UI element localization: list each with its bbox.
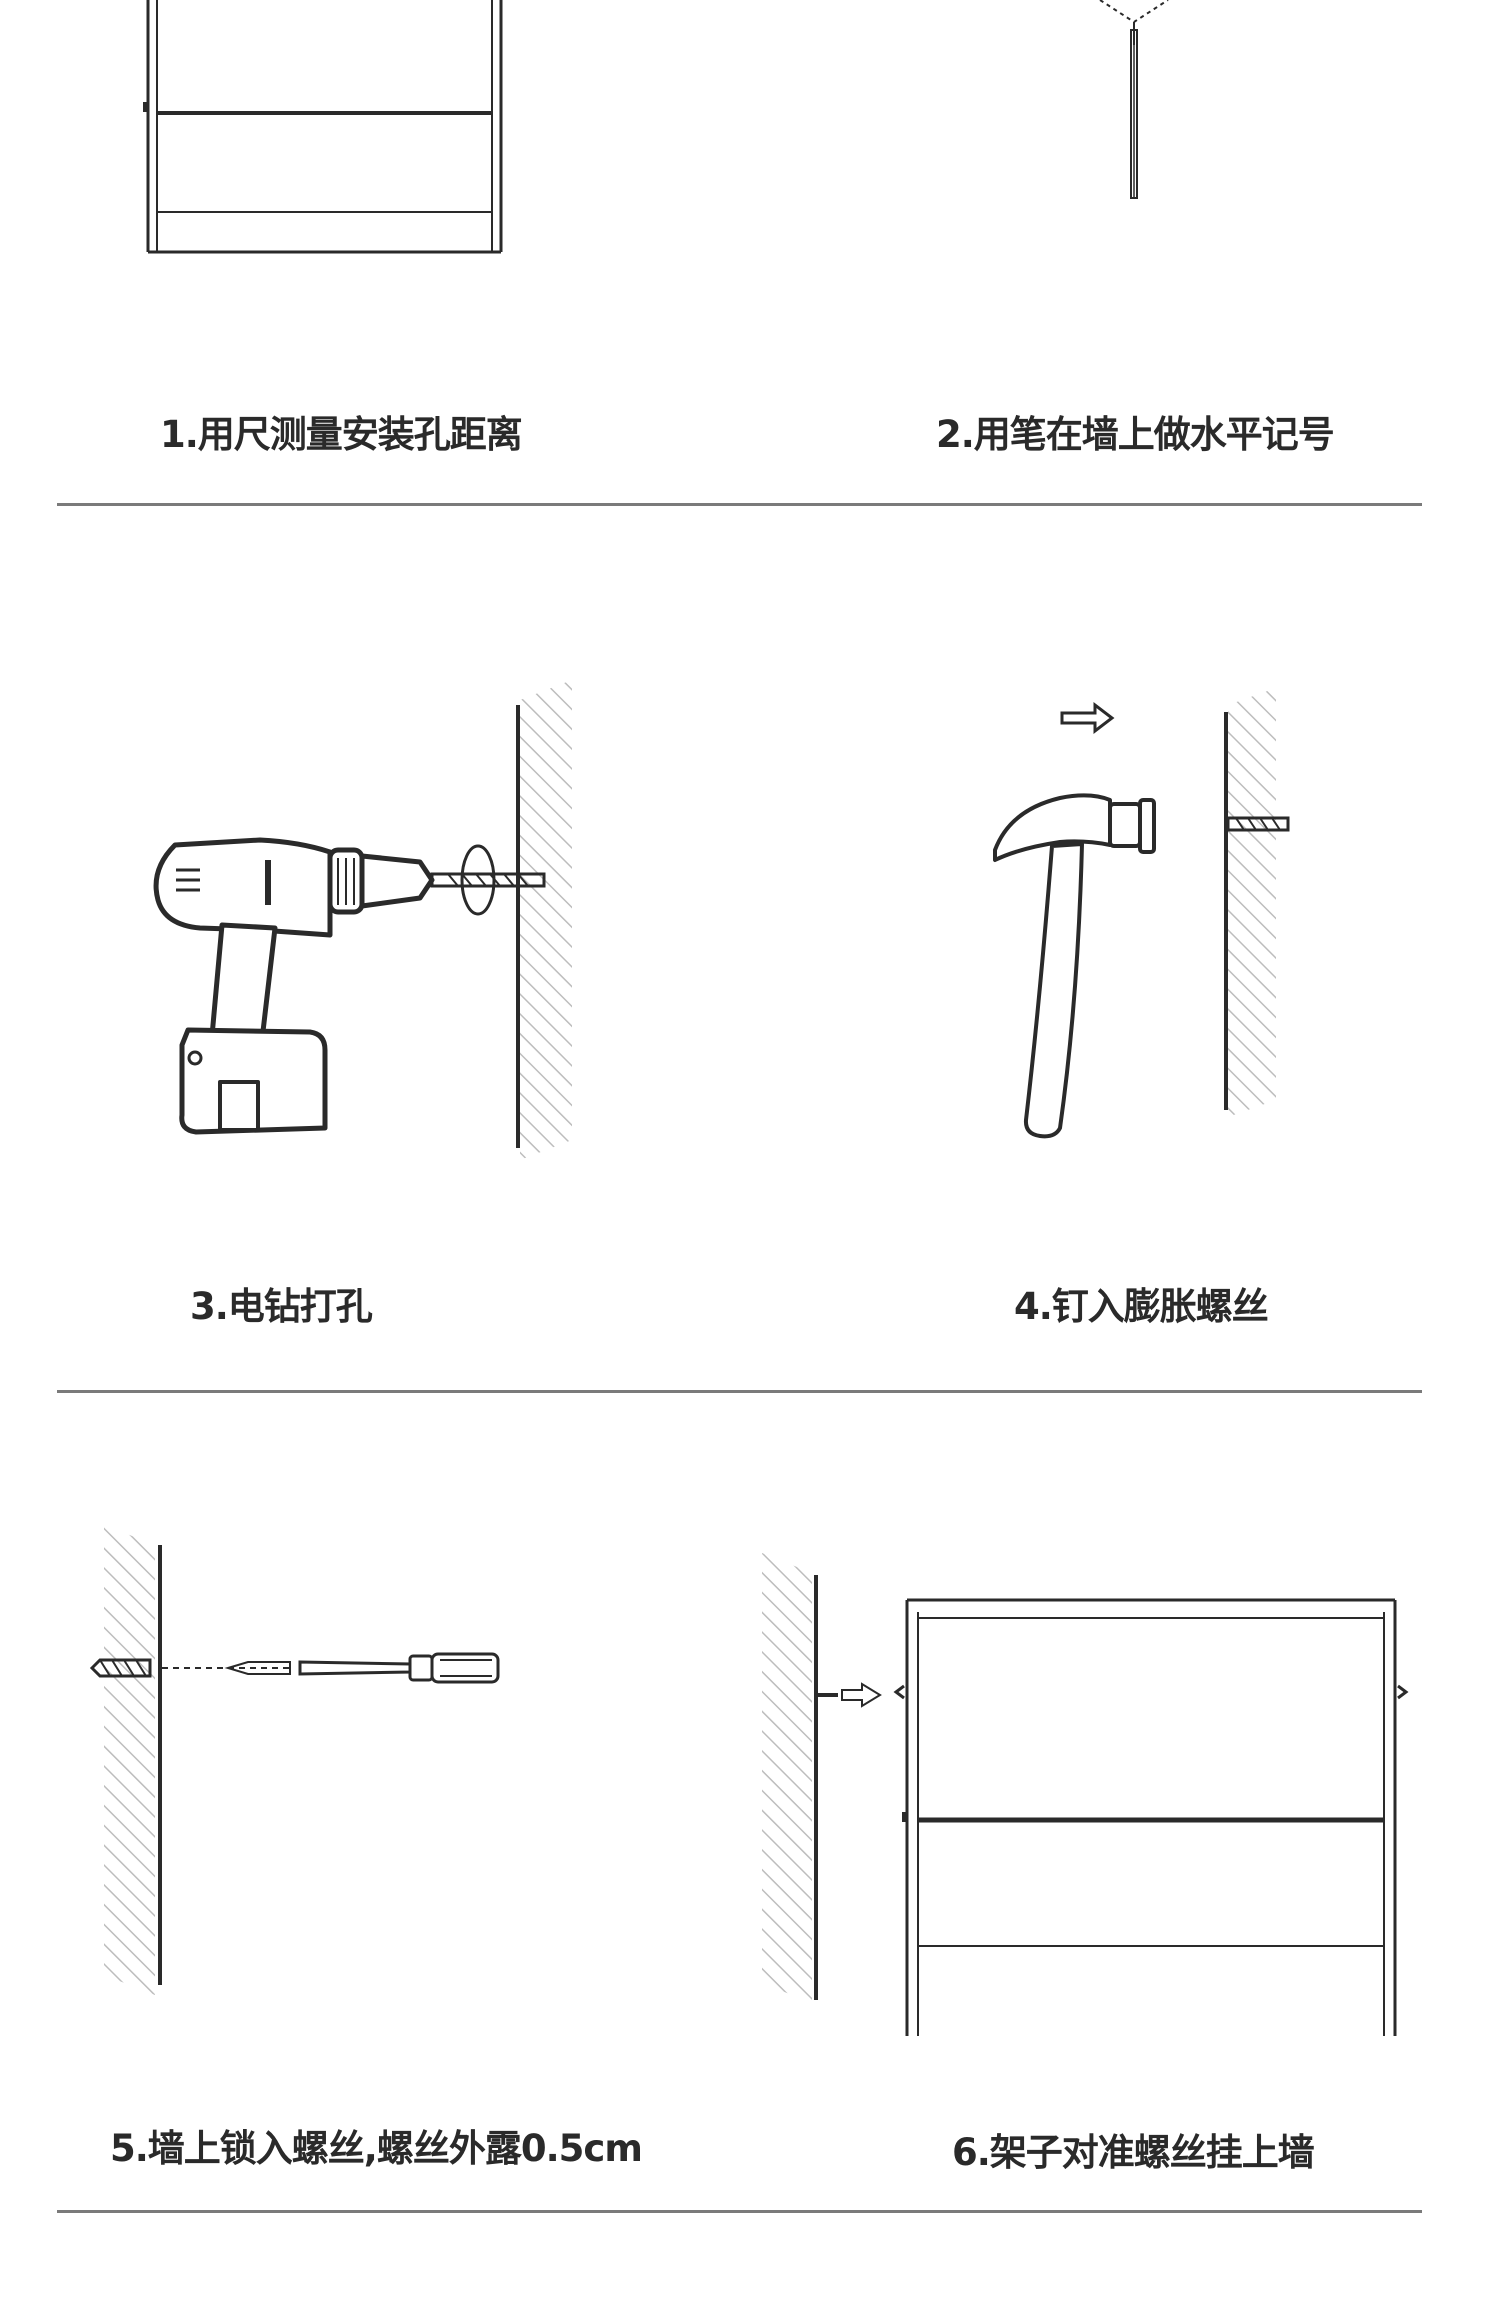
step5-screwdriver-illustration [89, 1525, 500, 1995]
step5-caption: 5.墙上锁入螺丝,螺丝外露0.5cm [110, 2127, 643, 2170]
step3-drill-illustration [153, 680, 572, 1160]
divider-3 [57, 2210, 1422, 2213]
step2-caption: 2.用笔在墙上做水平记号 [936, 413, 1335, 456]
step1-caption: 1.用尺测量安装孔距离 [160, 413, 523, 456]
step4-hammer-illustration [993, 688, 1290, 1139]
step1-shelf-illustration [143, 0, 503, 254]
step3-caption: 3.电钻打孔 [190, 1285, 373, 1328]
step6-caption: 6.架子对准螺丝挂上墙 [952, 2131, 1315, 2174]
step6-shelf-hanging-illustration [762, 1553, 1409, 2036]
step2-pencil-illustration [1099, 0, 1169, 199]
divider-2 [57, 1390, 1422, 1393]
step4-caption: 4.钉入膨胀螺丝 [1014, 1285, 1269, 1328]
divider-1 [57, 503, 1422, 506]
